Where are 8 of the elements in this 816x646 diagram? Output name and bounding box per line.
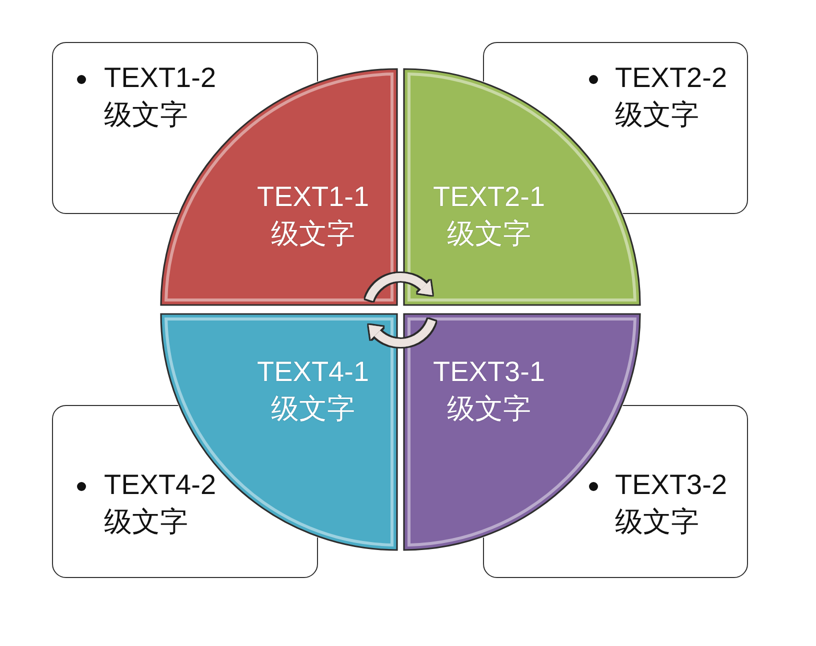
list-item-text: TEXT1-2 级文字 (104, 61, 218, 132)
segment-label: TEXT3-1 级文字 (432, 355, 546, 426)
list-item-text: TEXT4-2 级文字 (104, 468, 218, 539)
segment-label: TEXT2-1 级文字 (432, 180, 546, 251)
list-item-text: TEXT3-2 级文字 (615, 468, 728, 539)
segment-label: TEXT1-1 级文字 (256, 180, 370, 251)
segment-label: TEXT4-1 级文字 (256, 355, 370, 426)
list-item-text: TEXT2-2 级文字 (615, 61, 728, 132)
